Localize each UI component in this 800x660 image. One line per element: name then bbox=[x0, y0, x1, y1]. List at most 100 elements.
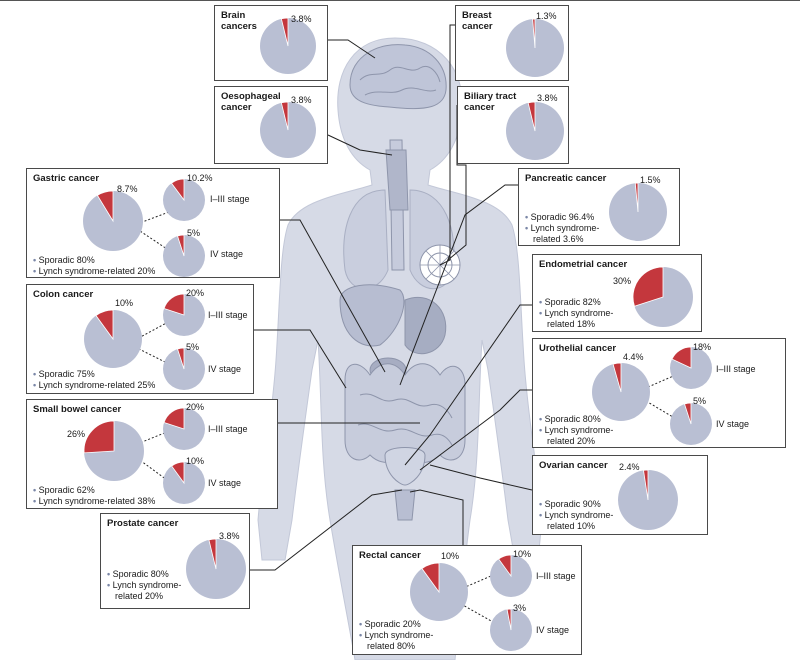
legend-item-sporadic: • Sporadic 90% bbox=[539, 499, 601, 509]
panel-title: Brain cancers bbox=[221, 10, 257, 32]
legend-item-lynch: • Lynch syndrome- related 18% bbox=[539, 308, 614, 329]
pie-label: 3.8% bbox=[219, 531, 240, 541]
pie-slice-lynch bbox=[532, 18, 536, 49]
panel-rectal-cancer: Rectal cancer 10% 10% 3% I–III stage IV … bbox=[352, 545, 582, 655]
pie-biliary bbox=[506, 101, 564, 160]
stage-label: I–III stage bbox=[208, 310, 248, 320]
pie-slice-lynch bbox=[643, 469, 649, 501]
panel-title: Small bowel cancer bbox=[33, 404, 122, 415]
legend-item-sporadic: • Sporadic 80% bbox=[33, 255, 95, 265]
panel-brain-cancers: Brain cancers 3.8% bbox=[214, 5, 328, 81]
panel-urothelial-cancer: Urothelial cancer 4.4% 18% 5% I–III stag… bbox=[532, 338, 786, 448]
panel-biliary-tract-cancer: Biliary tract cancer 3.8% bbox=[457, 86, 569, 164]
legend-item-sporadic: • Sporadic 96.4% bbox=[525, 212, 595, 222]
panel-title: Gastric cancer bbox=[33, 173, 100, 184]
legend-item-sporadic: • Sporadic 75% bbox=[33, 369, 95, 379]
pie-slice-lynch bbox=[671, 346, 692, 369]
pie-endometrial bbox=[632, 266, 693, 327]
pie-gastric-overall bbox=[83, 190, 143, 251]
pie-slice-lynch bbox=[177, 347, 185, 370]
legend-item-sporadic: • Sporadic 62% bbox=[33, 485, 95, 495]
pie-slice-lynch bbox=[208, 538, 217, 570]
pie-slice-lynch bbox=[421, 562, 440, 594]
legend-item-sporadic: • Sporadic 82% bbox=[539, 297, 601, 307]
panel-title: Oesophageal cancer bbox=[221, 91, 281, 113]
panel-small-bowel-cancer: Small bowel cancer 26% 20% 10% I–III sta… bbox=[26, 399, 278, 509]
panel-title: Prostate cancer bbox=[107, 518, 179, 529]
stage-label: I–III stage bbox=[716, 364, 756, 374]
pie-urothelial-stage-1-3 bbox=[670, 346, 712, 389]
pie-slice-lynch bbox=[612, 362, 622, 393]
panel-title: Rectal cancer bbox=[359, 550, 421, 561]
panel-ovarian-cancer: Ovarian cancer 2.4% • Sporadic 90% • Lyn… bbox=[532, 455, 708, 535]
stage-label: IV stage bbox=[716, 419, 750, 429]
pie-slice-lynch bbox=[170, 178, 185, 202]
pie-slice-lynch bbox=[506, 608, 512, 631]
pie-slice-lynch bbox=[527, 101, 536, 132]
pie-slice-lynch bbox=[684, 402, 692, 425]
pie-oesophageal bbox=[260, 101, 316, 158]
pie-rectal-stage-1-3 bbox=[490, 554, 532, 597]
pie-slice-lynch bbox=[96, 190, 114, 223]
pie-slice-lynch bbox=[163, 407, 185, 430]
pie-label: 4.4% bbox=[623, 352, 644, 362]
pancreas-organ bbox=[419, 244, 461, 286]
pie-smallbowel-stage-4 bbox=[163, 461, 205, 504]
legend: • Sporadic 90% • Lynch syndrome- related… bbox=[539, 499, 613, 532]
panel-oesophageal-cancer: Oesophageal cancer 3.8% bbox=[214, 86, 328, 164]
pie-prostate bbox=[186, 538, 246, 599]
pie-pancreatic bbox=[609, 182, 667, 241]
pie-colon-overall bbox=[84, 309, 142, 368]
pie-urothelial-stage-4 bbox=[670, 402, 712, 445]
stage-label: I–III stage bbox=[208, 424, 248, 434]
pie-brain bbox=[260, 17, 316, 74]
pie-rectal-stage-4 bbox=[490, 608, 532, 651]
pie-label: 3.8% bbox=[537, 93, 558, 103]
pie-breast bbox=[506, 18, 564, 77]
pie-slice-lynch bbox=[83, 420, 115, 454]
legend-item-sporadic: • Sporadic 20% bbox=[359, 619, 421, 629]
pie-slice-lynch bbox=[163, 293, 185, 316]
panel-breast-cancer: Breast cancer 1.3% bbox=[455, 5, 569, 81]
pie-slice-lynch bbox=[498, 554, 512, 578]
pie-label: 5% bbox=[186, 342, 200, 352]
panel-title: Pancreatic cancer bbox=[525, 173, 607, 184]
pie-slice-lynch bbox=[280, 17, 289, 47]
legend: • Sporadic 82% • Lynch syndrome- related… bbox=[539, 297, 613, 330]
legend: • Sporadic 96.4% • Lynch syndrome- relat… bbox=[525, 212, 599, 245]
legend-item-lynch: • Lynch syndrome-related 25% bbox=[33, 380, 156, 390]
panel-colon-cancer: Colon cancer 10% 20% 5% I–III stage IV s… bbox=[26, 284, 254, 394]
pie-label: 10.2% bbox=[187, 173, 213, 183]
stage-label: IV stage bbox=[536, 625, 570, 635]
stage-label: I–III stage bbox=[536, 571, 576, 581]
legend-item-lynch: • Lynch syndrome- related 80% bbox=[359, 630, 434, 651]
pie-label: 18% bbox=[693, 342, 712, 352]
panel-title: Colon cancer bbox=[33, 289, 94, 300]
panel-title: Urothelial cancer bbox=[539, 343, 617, 354]
legend-item-lynch: • Lynch syndrome- related 20% bbox=[539, 425, 614, 446]
pie-label: 2.4% bbox=[619, 462, 640, 472]
pie-label: 1.3% bbox=[536, 11, 557, 21]
pie-slice-lynch bbox=[280, 101, 289, 131]
pie-smallbowel-overall bbox=[83, 420, 144, 481]
legend-item-lynch: • Lynch syndrome-related 20% bbox=[33, 266, 156, 276]
pie-label: 10% bbox=[115, 298, 134, 308]
pie-label: 20% bbox=[186, 402, 205, 412]
pie-label: 3% bbox=[513, 603, 527, 613]
pie-label: 10% bbox=[186, 456, 205, 466]
panel-title: Biliary tract cancer bbox=[464, 91, 517, 113]
pie-smallbowel-stage-1-3 bbox=[163, 407, 205, 450]
pie-slice-lynch bbox=[171, 461, 185, 485]
pie-colon-stage-4 bbox=[163, 347, 205, 390]
pie-colon-stage-1-3 bbox=[163, 293, 205, 336]
pie-label: 5% bbox=[693, 396, 707, 406]
stage-label: IV stage bbox=[208, 364, 242, 374]
legend: • Sporadic 80% • Lynch syndrome- related… bbox=[107, 569, 181, 602]
pie-label: 3.8% bbox=[291, 95, 312, 105]
pie-gastric-stage-4 bbox=[163, 234, 205, 277]
pie-label: 10% bbox=[513, 549, 532, 559]
panel-prostate-cancer: Prostate cancer 3.8% • Sporadic 80% • Ly… bbox=[100, 513, 250, 609]
pie-slice-lynch bbox=[177, 234, 185, 257]
pie-label: 30% bbox=[613, 276, 632, 286]
legend: • Sporadic 80% • Lynch syndrome-related … bbox=[33, 255, 155, 277]
